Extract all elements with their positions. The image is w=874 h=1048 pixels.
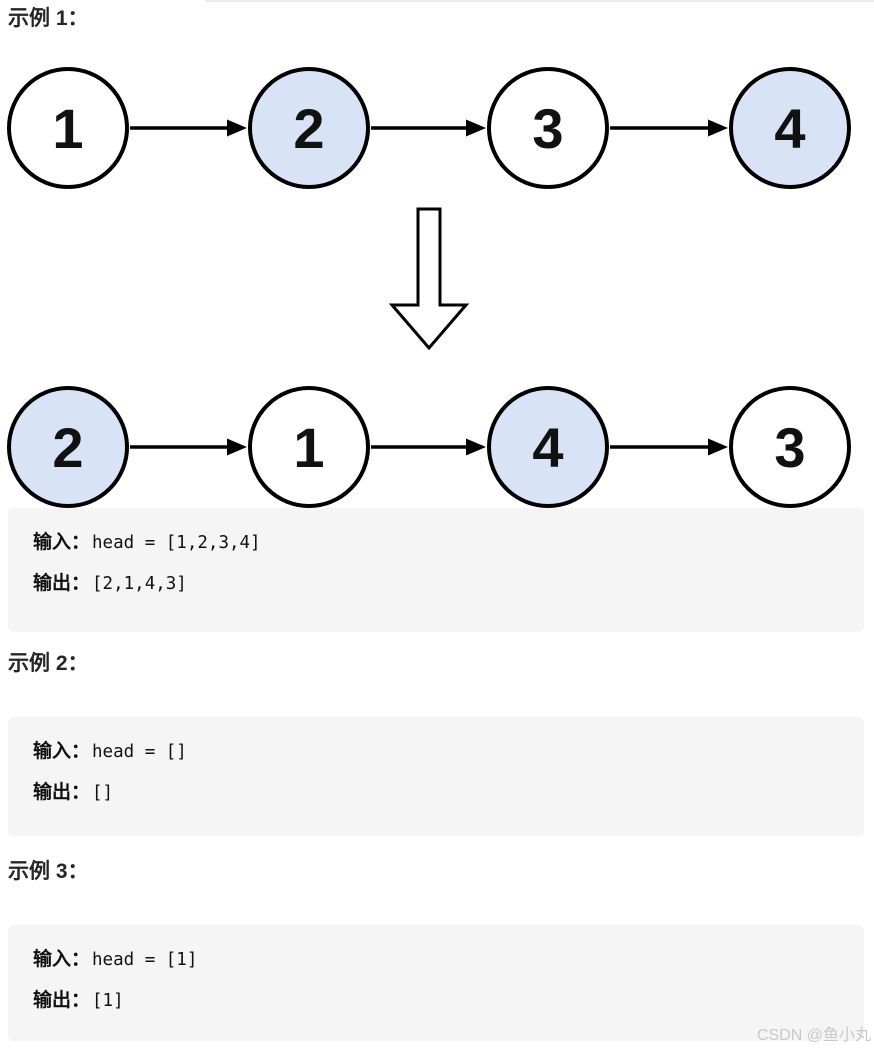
next-pointer-arrowhead [708,119,728,137]
next-pointer-arrowhead [708,438,728,456]
linked-list-after-swap: 2 1 4 3 [7,386,851,508]
output-label: 输出： [33,782,91,803]
list-node [248,386,370,508]
node-value: 3 [532,97,563,160]
node-value: 3 [774,416,805,479]
input-value: head = [1,2,3,4] [92,533,261,553]
example-1-io-block: 输入：head = [1,2,3,4] 输出：[2,1,4,3] [8,508,864,632]
node-value: 4 [532,416,563,479]
input-value: head = [] [92,742,187,762]
list-node [487,386,609,508]
node-value: 2 [293,97,324,160]
next-pointer-arrowhead [227,438,247,456]
output-value: [1] [92,991,124,1011]
node-value: 4 [774,97,805,160]
example-1-heading: 示例 1： [8,7,89,30]
input-label: 输入： [33,532,91,553]
down-arrow-icon [388,207,470,351]
next-pointer-arrowhead [227,119,247,137]
next-pointer-arrowhead [466,438,486,456]
down-arrow-shape [388,207,470,351]
node-value: 1 [52,97,83,160]
input-line: 输入：head = [1,2,3,4] [33,523,844,564]
output-label: 输出： [33,573,91,594]
list-node [729,67,851,189]
list-node [248,67,370,189]
linked-list-before-swap: 1 2 3 4 [7,67,851,189]
input-label: 输入： [33,741,91,762]
input-label: 输入： [33,949,91,970]
list-node [7,386,129,508]
output-value: [] [92,783,114,803]
output-line: 输出：[] [33,773,844,814]
list-node [487,67,609,189]
top-divider [205,0,874,2]
watermark: CSDN @鱼小丸 [757,1027,872,1044]
list-node [7,67,129,189]
input-line: 输入：head = [] [33,732,844,773]
output-line: 输出：[2,1,4,3] [33,564,844,605]
input-line: 输入：head = [1] [33,940,844,981]
output-value: [2,1,4,3] [92,574,187,594]
example-3-io-block: 输入：head = [1] 输出：[1] [8,925,864,1041]
example-2-io-block: 输入：head = [] 输出：[] [8,717,864,836]
next-pointer-arrowhead [466,119,486,137]
example-3-heading: 示例 3： [8,860,89,883]
node-value: 2 [52,416,83,479]
example-2-heading: 示例 2： [8,652,89,675]
list-node [729,386,851,508]
node-value: 1 [293,416,324,479]
output-label: 输出： [33,990,91,1011]
input-value: head = [1] [92,950,198,970]
output-line: 输出：[1] [33,981,844,1022]
